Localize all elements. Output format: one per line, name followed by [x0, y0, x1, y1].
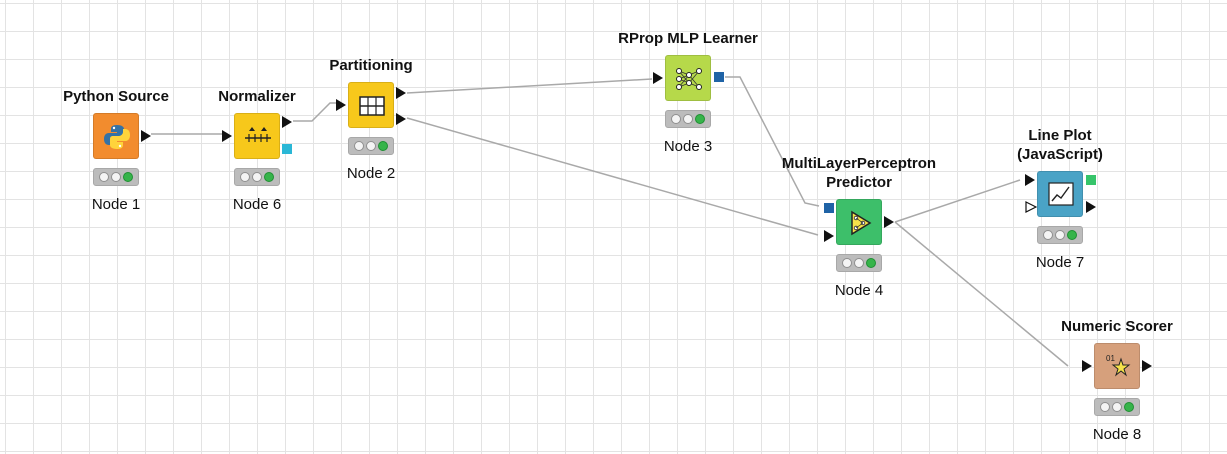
node-title: Python Source: [63, 88, 169, 105]
line-chart-icon: [1048, 182, 1074, 206]
status-traffic-light: [93, 168, 139, 186]
svg-text:01: 01: [1106, 354, 1115, 363]
status-light-green: [378, 141, 388, 151]
status-light-yellow: [252, 172, 262, 182]
status-light-red: [671, 114, 681, 124]
input-port-data[interactable]: [824, 230, 834, 242]
node-label[interactable]: Node 6: [232, 196, 282, 213]
output-port-model[interactable]: [282, 144, 292, 154]
partition-icon: [359, 96, 385, 116]
output-port[interactable]: [884, 216, 894, 228]
status-light-green: [866, 258, 876, 268]
status-light-green: [123, 172, 133, 182]
python-icon: [104, 125, 130, 149]
input-port-model[interactable]: [824, 203, 834, 213]
input-port[interactable]: [1082, 360, 1092, 372]
status-light-red: [99, 172, 109, 182]
status-light-green: [695, 114, 705, 124]
output-port[interactable]: [1142, 360, 1152, 372]
output-port-data[interactable]: [282, 116, 292, 128]
node-title: Normalizer: [218, 88, 296, 105]
output-port[interactable]: [141, 130, 151, 142]
connection-node3-node4[interactable]: [725, 76, 820, 207]
status-traffic-light: [836, 254, 882, 272]
connection-node6-node2[interactable]: [293, 102, 339, 122]
status-light-red: [842, 258, 852, 268]
normalizer-icon: [245, 127, 271, 142]
node-body[interactable]: [665, 55, 711, 101]
scorer-icon: 01: [1106, 354, 1131, 377]
connection-node2-node3[interactable]: [406, 78, 653, 94]
input-port-data[interactable]: [1025, 174, 1035, 186]
output-port-view[interactable]: [1086, 175, 1096, 185]
input-port[interactable]: [222, 130, 232, 142]
node-title: Partitioning: [329, 57, 413, 74]
output-port-first[interactable]: [396, 87, 406, 99]
status-traffic-light: [1037, 226, 1083, 244]
status-light-yellow: [1055, 230, 1065, 240]
status-traffic-light: [665, 110, 711, 128]
node-title: Line Plot (JavaScript): [1017, 127, 1103, 163]
status-light-yellow: [1112, 402, 1122, 412]
node-body[interactable]: [234, 113, 280, 159]
node-body[interactable]: [836, 199, 882, 245]
status-light-yellow: [854, 258, 864, 268]
node-title: Numeric Scorer: [1061, 318, 1173, 335]
connection-node4-node7[interactable]: [894, 179, 1021, 223]
output-port-data[interactable]: [1086, 201, 1096, 213]
status-light-red: [240, 172, 250, 182]
node-label[interactable]: Node 2: [346, 165, 396, 182]
node-body[interactable]: [1037, 171, 1083, 217]
node-body[interactable]: [93, 113, 139, 159]
neural-net-icon: [676, 68, 702, 90]
status-light-green: [1124, 402, 1134, 412]
output-port-model[interactable]: [714, 72, 724, 82]
status-light-yellow: [683, 114, 693, 124]
node-title: MultiLayerPerceptron Predictor: [781, 155, 937, 191]
status-light-green: [264, 172, 274, 182]
node-body[interactable]: [348, 82, 394, 128]
node-label[interactable]: Node 7: [1035, 254, 1085, 271]
input-port[interactable]: [336, 99, 346, 111]
status-light-yellow: [366, 141, 376, 151]
status-light-red: [1100, 402, 1110, 412]
status-light-yellow: [111, 172, 121, 182]
node-title: RProp MLP Learner: [618, 30, 758, 47]
status-traffic-light: [1094, 398, 1140, 416]
status-light-green: [1067, 230, 1077, 240]
connection-node2-node4[interactable]: [406, 117, 819, 236]
status-traffic-light: [348, 137, 394, 155]
node-label[interactable]: Node 8: [1092, 426, 1142, 443]
node-label[interactable]: Node 1: [91, 196, 141, 213]
predictor-icon: [851, 210, 872, 236]
node-label[interactable]: Node 4: [834, 282, 884, 299]
node-body[interactable]: 01: [1094, 343, 1140, 389]
status-traffic-light: [234, 168, 280, 186]
status-light-red: [354, 141, 364, 151]
input-port[interactable]: [653, 72, 663, 84]
node-label[interactable]: Node 3: [663, 138, 713, 155]
status-light-red: [1043, 230, 1053, 240]
output-port-second[interactable]: [396, 113, 406, 125]
connection-node4-node8[interactable]: [894, 221, 1069, 367]
input-port-optional[interactable]: [1025, 201, 1037, 213]
